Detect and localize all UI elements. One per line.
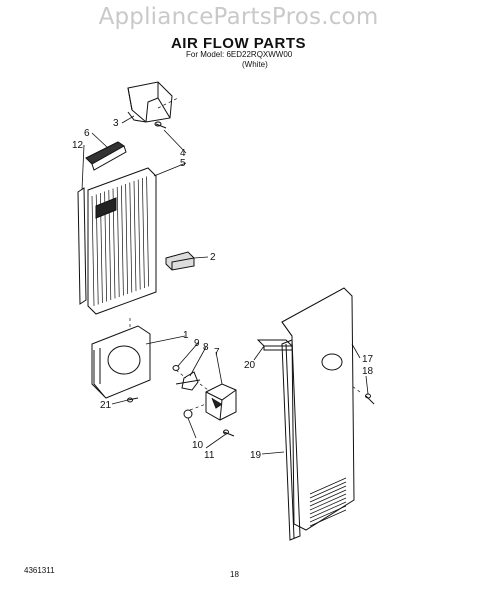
- vent-slot: [309, 505, 347, 523]
- callout-8: 8: [203, 342, 209, 353]
- grille-slat: [142, 177, 145, 289]
- callout-18: 18: [362, 366, 374, 377]
- screw-part-21: [127, 397, 139, 403]
- grille-slat: [116, 186, 120, 298]
- vent-slot: [309, 509, 347, 527]
- grommet-part-10: [183, 409, 193, 419]
- vent-slot: [309, 477, 347, 495]
- callout-11: 11: [204, 450, 215, 461]
- grille-slat: [137, 179, 141, 290]
- air-duct-part: [127, 81, 173, 123]
- grille-slat: [121, 185, 124, 296]
- screw-part-18: [365, 393, 375, 405]
- callout-5: 5: [180, 158, 186, 169]
- channel-part-19: [281, 339, 301, 541]
- callout-4: 4: [180, 148, 186, 159]
- model-line: For Model: 6ED22RQXWW00: [186, 50, 293, 59]
- callout-21: 21: [100, 400, 112, 411]
- grille-panel-part-5: [87, 167, 157, 315]
- washer-part-9: [172, 365, 180, 371]
- watermark: AppliancePartsPros.com: [98, 4, 379, 30]
- callout-20: 20: [244, 360, 256, 371]
- callout-3: 3: [113, 118, 119, 129]
- fan-motor-part-7: [205, 383, 237, 421]
- rear-panel-part-17: [281, 287, 355, 531]
- callout-2: 2: [210, 252, 216, 263]
- callout-1: 1: [183, 330, 189, 341]
- callout-17: 17: [362, 354, 374, 365]
- vent-slot: [309, 501, 347, 519]
- document-number: 4361311: [24, 566, 55, 575]
- grille-slat: [146, 176, 149, 287]
- grille-slat: [129, 182, 133, 293]
- clip-part-2: [165, 251, 195, 271]
- grille-slat: [91, 195, 95, 307]
- vent-slot: [309, 489, 347, 507]
- callout-6: 6: [84, 128, 90, 139]
- side-strip-part-12: [77, 187, 87, 305]
- callout-12: 12: [72, 140, 84, 151]
- color-line: (White): [242, 60, 268, 69]
- callout-19: 19: [250, 450, 262, 461]
- vent-slot: [309, 485, 347, 503]
- callout-10: 10: [192, 440, 204, 451]
- callout-9: 9: [194, 338, 200, 349]
- diagram-title: AIR FLOW PARTS: [170, 35, 307, 52]
- vent-slot: [309, 481, 347, 499]
- strip-part-20: [256, 339, 294, 351]
- fan-shroud-part-1: [91, 325, 151, 399]
- screw-part-4: [154, 121, 167, 129]
- callout-7: 7: [214, 347, 220, 358]
- grille-slat: [133, 180, 137, 292]
- vent-slot: [309, 493, 347, 511]
- fan-blade-part-8: [175, 371, 201, 391]
- page-number: 18: [230, 570, 239, 579]
- vent-slot: [309, 497, 347, 515]
- grille-slat: [125, 183, 128, 295]
